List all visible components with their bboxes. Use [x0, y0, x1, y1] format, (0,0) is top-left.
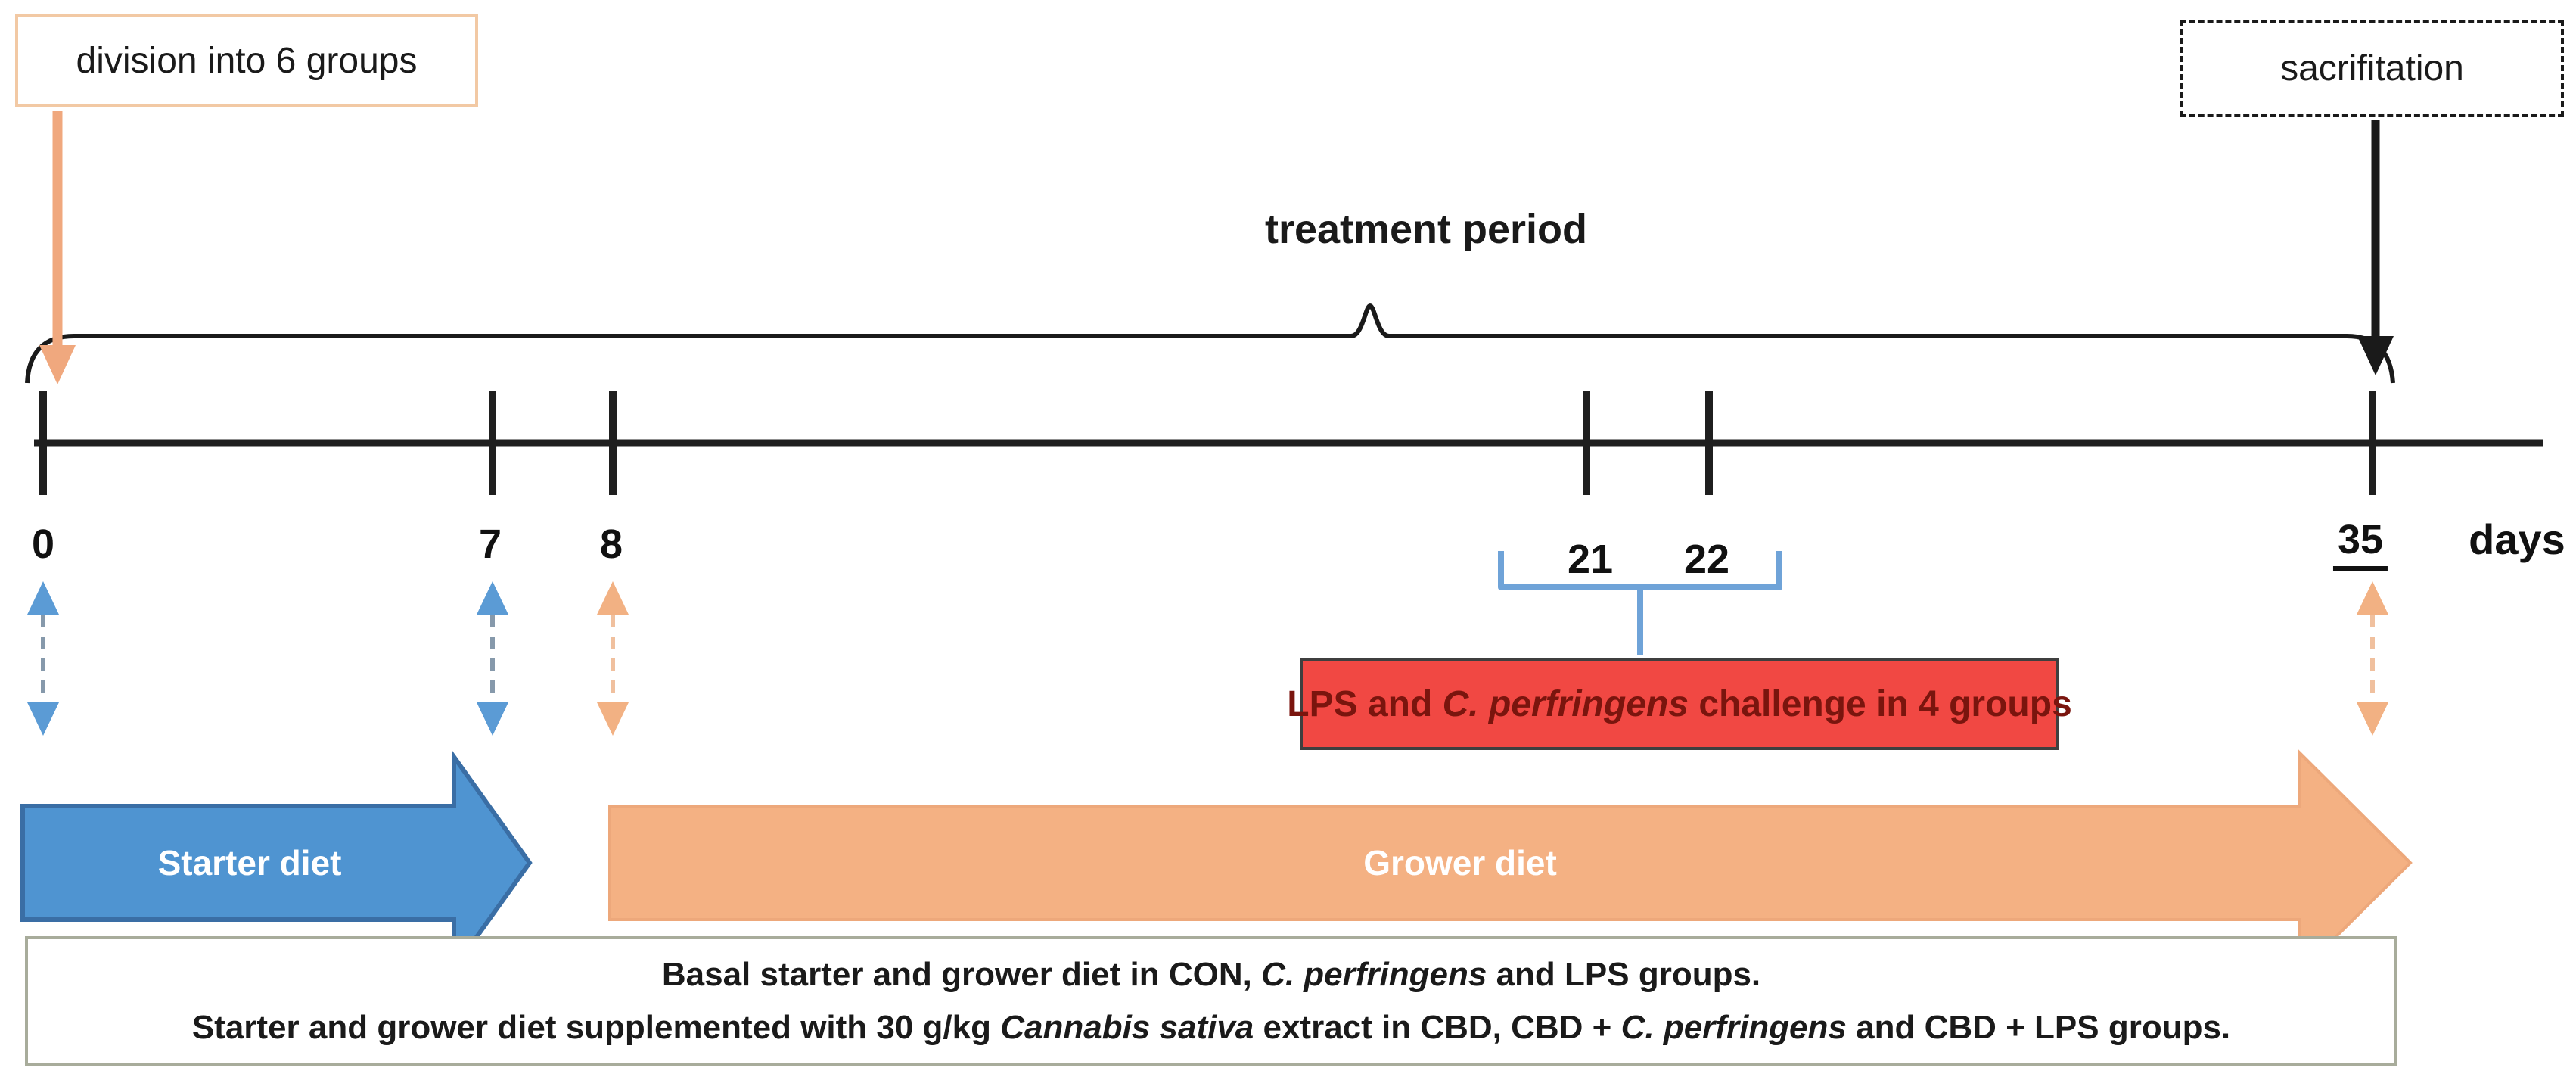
day-label-22: 22 [1683, 537, 1730, 582]
footnote-2-part2: extract in CBD, CBD + [1254, 1009, 1621, 1046]
footnote-1-part1: Basal starter and grower diet in CON, [661, 956, 1262, 993]
sacrifice-connector-arrow [2357, 120, 2394, 375]
footnote-box: Basal starter and grower diet in CON, C.… [25, 936, 2397, 1066]
day-label-35: 35 [2332, 516, 2388, 571]
footnote-1-part2: and LPS groups. [1487, 956, 1761, 993]
days-unit-label: days [2469, 515, 2565, 563]
footnote-2-part3: and CBD + LPS groups. [1846, 1009, 2231, 1046]
challenge-text-part2: challenge in 4 groups [1689, 683, 2072, 724]
footnote-2-italic2: C. perfringens [1620, 1009, 1847, 1046]
sacrifice-box: sacrifitation [2180, 20, 2564, 117]
dashed-arrow-day-8 [597, 581, 629, 736]
challenge-bracket [1498, 551, 1782, 655]
day-label-0: 0 [31, 521, 55, 567]
sacrifice-box-label: sacrifitation [2280, 48, 2464, 89]
footnote-2-italic1: Cannabis sativa [1000, 1009, 1254, 1046]
timeline-axis [34, 391, 2543, 495]
starter-diet-label: Starter diet [157, 843, 342, 882]
footnote-line-1: Basal starter and grower diet in CON, C.… [662, 956, 1760, 994]
grower-diet-arrow [608, 749, 2413, 976]
dashed-arrow-day-0 [27, 581, 59, 736]
day-label-8: 8 [599, 521, 623, 567]
division-box: division into 6 groups [15, 14, 478, 107]
challenge-box: LPS and C. perfringens challenge in 4 gr… [1287, 658, 2072, 750]
treatment-period-label: treatment period [1264, 207, 1588, 252]
challenge-text-part1: LPS and [1287, 683, 1443, 724]
division-connector-arrow [39, 111, 76, 384]
division-box-label: division into 6 groups [76, 40, 418, 81]
treatment-period-brace [25, 303, 2395, 384]
challenge-text-italic: C. perfringens [1442, 683, 1689, 724]
day-label-7: 7 [478, 521, 502, 567]
starter-diet-arrow [20, 749, 533, 976]
dashed-arrow-day-7 [477, 581, 508, 736]
footnote-2-part1: Starter and grower diet supplemented wit… [191, 1009, 1001, 1046]
footnote-1-italic1: C. perfringens [1261, 956, 1487, 993]
grower-diet-label: Grower diet [1363, 843, 1557, 882]
day-label-21: 21 [1567, 537, 1614, 582]
footnote-line-2: Starter and grower diet supplemented wit… [192, 1009, 2230, 1047]
dashed-arrow-day-35 [2357, 581, 2388, 736]
